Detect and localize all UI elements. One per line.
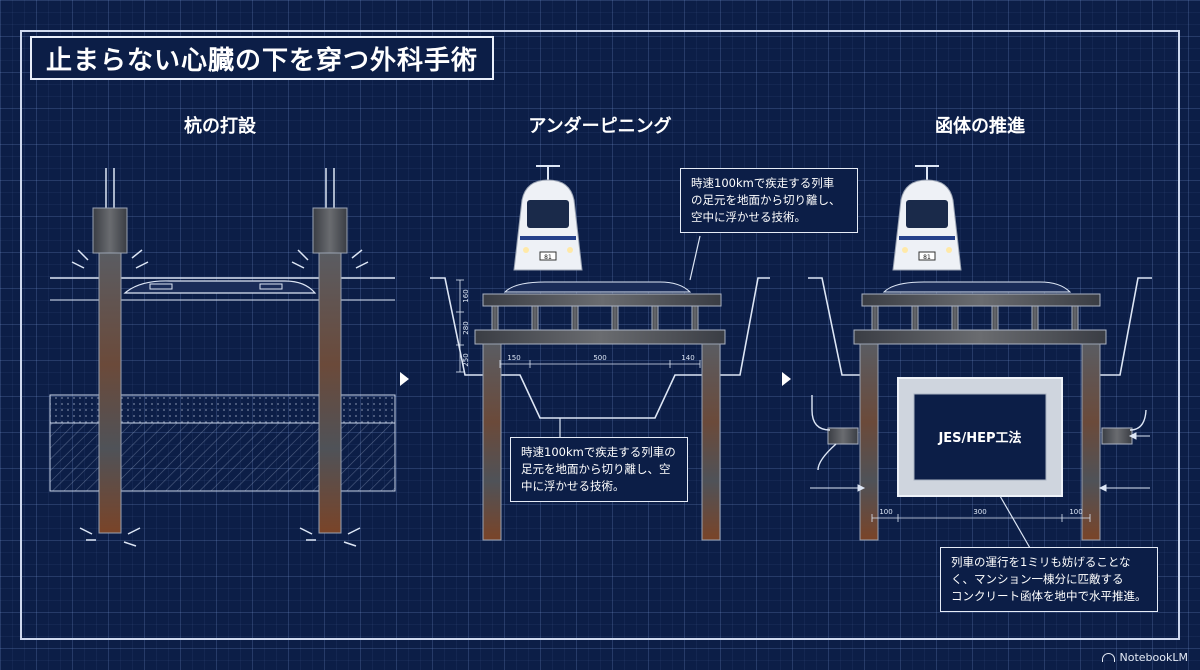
note-underpinning-middle: 時速100kmで疾走する列車の 足元を地面から切り離し、空 中に浮かせる技術。 [510,437,688,502]
svg-text:100: 100 [1069,508,1082,516]
step-arrow-1-icon [400,372,409,386]
panel-1-drawing [49,168,396,547]
svg-text:280: 280 [462,321,470,334]
panel-3-drawing: 81 JES/HEP工法 [808,165,1152,549]
svg-text:160: 160 [462,289,470,302]
column-left [482,343,502,541]
svg-text:100: 100 [879,508,892,516]
svg-text:500: 500 [593,354,606,362]
box-method-label: JES/HEP工法 [937,430,1021,446]
svg-text:81: 81 [923,254,931,261]
brand-mark: NotebookLM [1101,651,1188,664]
drawing-frame [20,30,1180,640]
page-title: 止まらない心臓の下を穿つ外科手術 [30,36,495,80]
svg-text:300: 300 [973,508,986,516]
panel-title-box-jacking: 函体の推進 [935,116,1025,137]
step-arrow-2-icon [782,372,791,386]
panel-title-underpinning: アンダーピニング [528,116,672,137]
brand-label: NotebookLM [1119,651,1188,664]
svg-text:81: 81 [544,254,552,261]
svg-text:140: 140 [681,354,694,362]
pile-right [318,252,342,534]
train-panel-2: 81 [513,165,583,271]
panel-title-pile-driving: 杭の打設 [184,116,256,137]
column-right [701,343,721,541]
train-panel-3: 81 [892,165,962,271]
panel-2-drawing: 81 150 500 140 [430,165,770,541]
note-box-jacking: 列車の運行を1ミリも妨げることな く、マンション一棟分に匹敵する コンクリート函… [940,547,1158,612]
svg-text:150: 150 [507,354,520,362]
note-underpinning-top: 時速100kmで疾走する列車 の足元を地面から切り離し、 空中に浮かせる技術。 [680,168,858,233]
pile-left [98,252,122,534]
notebooklm-logo-icon [1101,653,1115,662]
svg-text:250: 250 [462,353,470,366]
